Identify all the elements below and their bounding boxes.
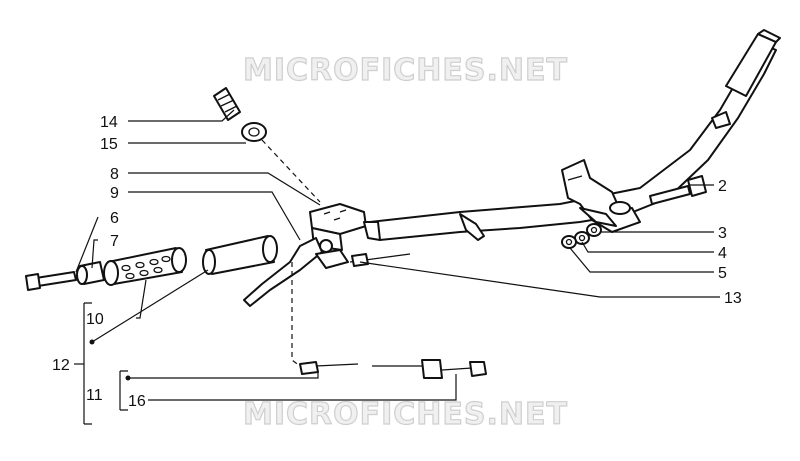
callout-6: 6 <box>110 210 119 227</box>
screw-6 <box>25 271 77 291</box>
cable-16 <box>372 359 487 379</box>
bolt-2 <box>649 175 707 205</box>
mounting-bracket <box>561 159 641 233</box>
assembly-line-adjuster <box>261 139 321 203</box>
callout-3: 3 <box>718 225 727 242</box>
cable-11 <box>299 361 359 375</box>
callout-14: 14 <box>100 114 118 131</box>
throttle-sleeve <box>202 235 278 275</box>
adjuster-14 <box>213 87 241 121</box>
watermark-top: MICROFICHES.NET <box>243 53 568 88</box>
nut-15 <box>241 122 267 142</box>
leader-dot-11 <box>125 375 131 381</box>
bar-end-weight <box>76 261 105 285</box>
callout-13: 13 <box>724 290 742 307</box>
callout-2: 2 <box>718 178 727 195</box>
callout-8: 8 <box>110 166 119 183</box>
washer-3 <box>586 223 602 237</box>
callout-15: 15 <box>100 136 118 153</box>
callout-11: 11 <box>86 387 103 404</box>
nut-5 <box>561 235 577 249</box>
callout-4: 4 <box>718 245 727 262</box>
brake-lever <box>243 237 349 307</box>
control-housing <box>309 203 381 251</box>
watermark-bottom: MICROFICHES.NET <box>243 397 568 432</box>
callout-5: 5 <box>718 265 727 282</box>
leader-lines <box>74 109 720 425</box>
callout-16: 16 <box>128 393 146 410</box>
callout-12: 12 <box>52 357 70 374</box>
callout-9: 9 <box>110 185 119 202</box>
cable-13 <box>349 253 411 267</box>
leader-dot-12 <box>89 339 95 345</box>
assembly-line-cable <box>291 262 301 367</box>
callout-10: 10 <box>86 311 104 328</box>
callout-7: 7 <box>110 233 119 250</box>
grip <box>103 247 187 286</box>
